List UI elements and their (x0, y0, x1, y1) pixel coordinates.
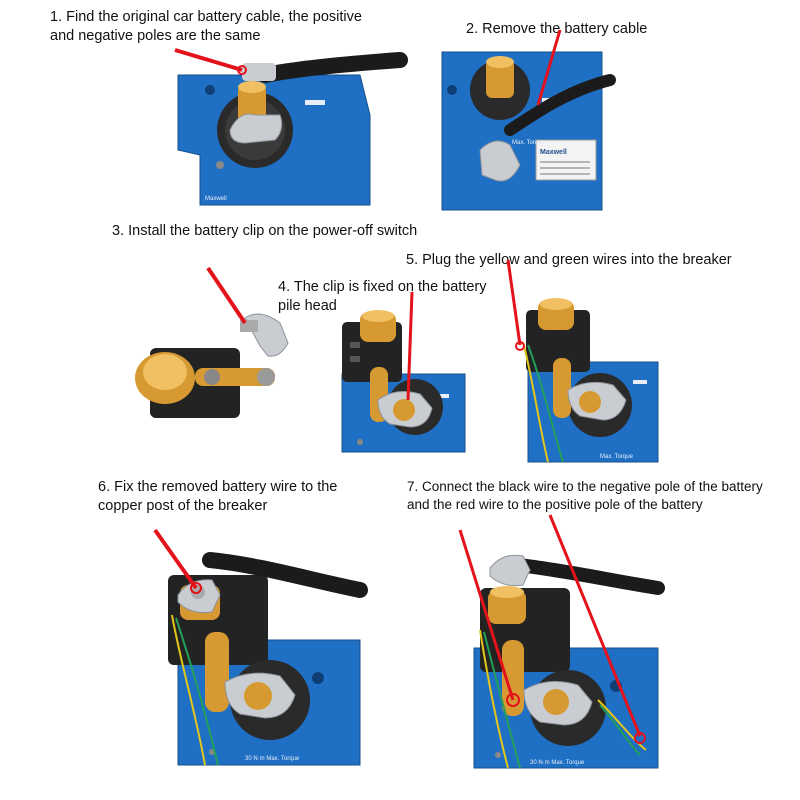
black-cable (504, 74, 616, 136)
step-6-photo: 30 N·m Max. Torque (150, 520, 368, 766)
plate-screw (216, 161, 224, 169)
torque-label: 30 N·m Max. Torque (245, 756, 300, 762)
red-arrow (406, 291, 414, 401)
step-6-caption: 6. Fix the removed battery wire to the c… (98, 478, 337, 516)
red-arrow-positive (548, 514, 642, 737)
step-3-line-1: 3. Install the battery clip on the power… (112, 223, 418, 239)
step-4-photo (340, 291, 466, 453)
label-bar (305, 100, 325, 105)
cable-terminal (489, 554, 531, 587)
bolt (204, 369, 220, 385)
battery-clamp (479, 140, 521, 182)
brass-bar (205, 632, 229, 712)
step-7-line-2: and the red wire to the positive pole of… (407, 497, 703, 512)
red-arrow-negative (458, 529, 515, 701)
step-2-photo: Maxwell Max. Torque (440, 29, 616, 211)
plate-hole (205, 85, 215, 95)
step-4-caption: 4. The clip is fixed on the battery pile… (278, 278, 487, 316)
battery-clamp (229, 113, 283, 144)
step-3-caption: 3. Install the battery clip on the power… (112, 222, 417, 241)
brass-bar (553, 358, 571, 418)
torque-label: Max. Torque (512, 140, 546, 146)
brass-post (393, 399, 415, 421)
step-5-photo: Max. Torque (506, 259, 659, 463)
torque-label: Max. Torque (600, 454, 634, 460)
step-4-line-2: pile head (278, 298, 337, 314)
step-1-caption: 1. Find the original car battery cable, … (50, 8, 362, 46)
brass-post (244, 682, 272, 710)
brass-post (543, 689, 569, 715)
plate-screw (357, 439, 363, 445)
step-3-photo (130, 266, 295, 438)
plate-hole (447, 85, 457, 95)
plate-screw (495, 752, 501, 758)
step-7-caption: 7. Connect the black wire to the negativ… (407, 478, 763, 514)
step-5-caption: 5. Plug the yellow and green wires into … (406, 251, 732, 270)
torque-label: 30 N·m Max. Torque (530, 760, 585, 766)
red-arrow (206, 266, 247, 325)
yellow-wire (479, 629, 509, 769)
brass-post (486, 60, 514, 98)
label-bar (435, 394, 449, 398)
yellow-wire (597, 699, 647, 751)
red-arrow (174, 48, 243, 72)
black-cable (202, 552, 368, 598)
step-6-line-1: 6. Fix the removed battery wire to the (98, 479, 338, 495)
green-wire (175, 617, 219, 766)
green-wire (599, 704, 641, 756)
step-4-line-1: 4. The clip is fixed on the battery (278, 279, 487, 295)
step-2-line-1: 2. Remove the battery cable (466, 21, 648, 37)
brass-post (579, 391, 601, 413)
black-cable (257, 52, 408, 83)
red-arrow (536, 29, 562, 106)
step-1-line-1: 1. Find the original car battery cable, … (50, 9, 362, 25)
plate-hole (312, 672, 324, 684)
spec-sticker (535, 139, 597, 181)
brass-post (488, 590, 526, 624)
yellow-wire (522, 341, 549, 463)
green-wire (483, 631, 521, 769)
step-5-line-1: 5. Plug the yellow and green wires into … (406, 252, 732, 268)
step-2-caption: 2. Remove the battery cable (466, 20, 647, 39)
step-1-line-2: and negative poles are the same (50, 28, 261, 44)
yellow-wire (171, 614, 206, 766)
step-7-photo: 30 N·m Max. Torque (458, 514, 665, 769)
green-wire (527, 344, 564, 463)
label-bar (633, 380, 647, 384)
black-cable (511, 558, 665, 595)
brand-label: Maxwell (205, 196, 227, 202)
step-7-line-1: 7. Connect the black wire to the negativ… (407, 479, 763, 494)
step-1-photo: Maxwell (170, 45, 408, 206)
red-arrow (506, 259, 522, 346)
step-6-line-2: copper post of the breaker (98, 498, 268, 514)
cable-terminal (242, 63, 276, 81)
red-arrow (153, 528, 198, 590)
brand-label: Maxwell (540, 149, 567, 156)
bolt (257, 368, 275, 386)
